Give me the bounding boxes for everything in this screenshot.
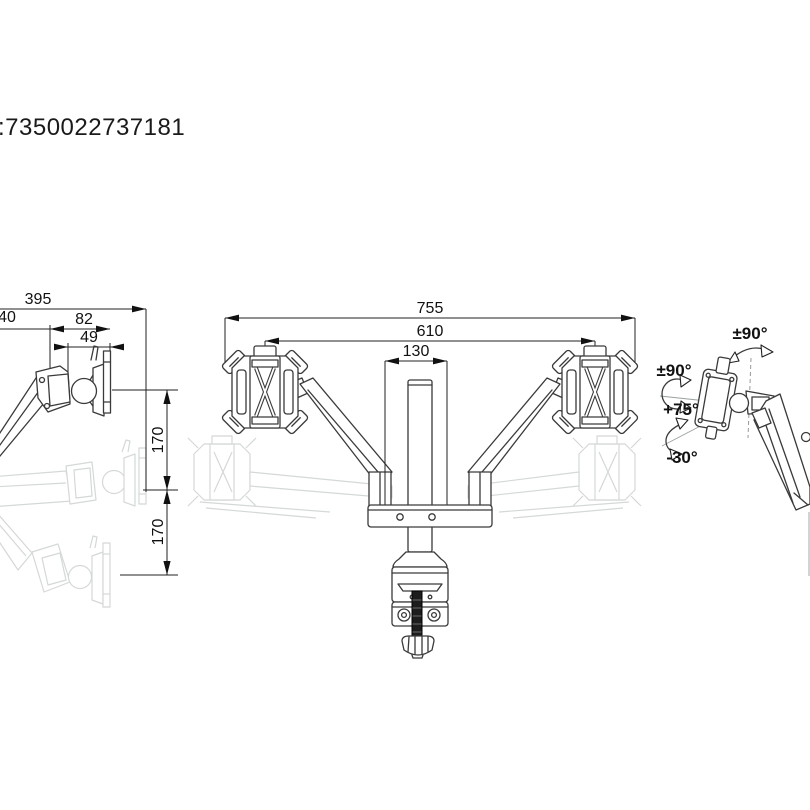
dim-49-label: 49 <box>80 329 98 346</box>
dim-170-upper-label: 170 <box>150 427 167 454</box>
dim-610-label: 610 <box>417 323 444 340</box>
front-view: 755 610 130 <box>187 300 642 659</box>
dim-395-label: 395 <box>25 291 52 308</box>
dim-170-lower-label: 170 <box>150 519 167 546</box>
clamp-screw-rod <box>411 590 423 639</box>
desk-clamp <box>391 551 449 659</box>
angle-view: ±90° ±90° +75° -30° <box>656 324 810 576</box>
dim-755-label: 755 <box>417 300 444 317</box>
rotation-angle-label: ±90° <box>656 361 691 380</box>
swivel-arrow-icon <box>727 344 774 364</box>
side-view-arm-lowered-ghost <box>0 515 111 608</box>
side-view-arm-middle-ghost <box>0 439 147 507</box>
vesa-plate-right <box>551 345 639 435</box>
monitor-head <box>694 356 810 576</box>
product-code-text: :7350022737181 <box>0 114 186 141</box>
dim-82-label: 82 <box>75 311 93 328</box>
clamp-knob <box>401 635 435 659</box>
rotation-arrow-icon <box>661 374 692 414</box>
pole-bracket <box>367 504 493 528</box>
dim-130-label: 130 <box>403 343 430 360</box>
side-view: 395 40 82 49 170 170 <box>0 291 178 608</box>
vesa-plate-left <box>221 345 309 435</box>
side-view-dimensions: 395 40 82 49 170 170 <box>0 291 178 576</box>
tilt-arrow-icon <box>665 417 689 461</box>
front-view-dimensions: 755 610 130 <box>224 300 636 505</box>
swivel-angle-label: ±90° <box>732 324 767 343</box>
side-view-arm-raised <box>0 345 112 457</box>
swivel-axis-line <box>747 357 752 439</box>
dim-40-label: 40 <box>0 309 16 326</box>
tilt-down-angle-label: -30° <box>666 448 698 467</box>
tilt-up-angle-label: +75° <box>663 400 699 419</box>
front-view-ghost-lowered <box>187 435 642 519</box>
